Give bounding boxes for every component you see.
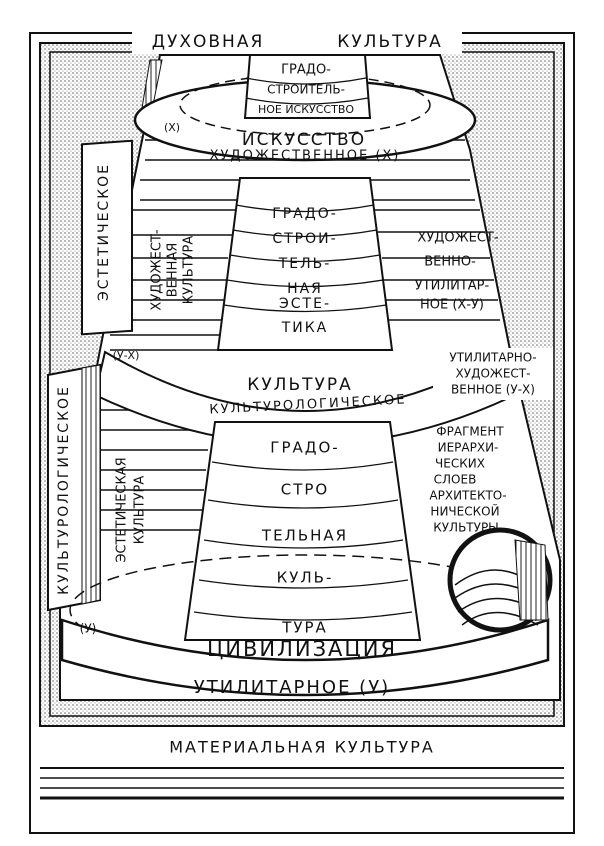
fragment-note-6: НИЧЕСКОЙ [430, 504, 499, 519]
top-ring-word: ИСКУССТВО [242, 130, 366, 150]
bottom-band-label: УТИЛИТАРНОЕ (У) [194, 677, 390, 698]
bottom-marker: (У) [80, 622, 97, 636]
fragment-hatch [514, 539, 549, 621]
middle-left-label-2: ВЕННАЯ [166, 243, 181, 298]
header-left-word: ДУХОВНАЯ [152, 32, 265, 52]
top-core-line-1: ГРАДО- [281, 63, 331, 78]
fragment-note-2: ИЕРАРХИ- [438, 441, 499, 455]
bottom-ring [60, 618, 550, 697]
right-note-3: ВЕННОЕ (У-Х) [451, 383, 535, 397]
middle-core [216, 177, 394, 351]
bottom-core-line-3: ТЕЛЬНАЯ [261, 527, 348, 545]
bottom-core-line-4: КУЛЬ- [277, 569, 334, 587]
middle-core-line-2: СТРОИ- [272, 231, 337, 247]
bottom-ring-word: ЦИВИЛИЗАЦИЯ [207, 637, 397, 661]
fragment-note-1: ФРАГМЕНТ [436, 425, 504, 439]
middle-right-label-4: НОЕ (Х-У) [420, 298, 484, 313]
middle-core-line-5: ЭСТЕ- [279, 296, 331, 312]
fragment-note-4: СЛОЕВ [434, 473, 477, 487]
middle-core-line-6: ТИКА [281, 320, 329, 336]
middle-ring-word: КУЛЬТУРА [247, 375, 353, 395]
fragment-note: ФРАГМЕНТ ИЕРАРХИ- ЧЕСКИХ СЛОЕВ АРХИТЕКТО… [429, 425, 506, 535]
fragment-note-7: КУЛЬТУРЫ [433, 521, 499, 535]
bottom-left-label-2: КУЛЬТУРА [133, 476, 148, 545]
fragment-note-3: ЧЕСКИХ [435, 457, 485, 471]
middle-core-line-4: НАЯ [287, 281, 323, 297]
footer-rules [40, 767, 564, 800]
top-marker: (Х) [164, 121, 180, 134]
bottom-core-line-1: ГРАДО- [270, 439, 339, 457]
culturological-column-label: КУЛЬТУРОЛОГИЧЕСКОЕ [56, 385, 72, 595]
right-note-2: ХУДОЖЕСТ- [456, 367, 531, 381]
culturological-hatch [81, 364, 101, 605]
middle-right-label-1: ХУДОЖЕСТ- [417, 231, 498, 246]
middle-right-label-3: УТИЛИТАР- [415, 279, 490, 294]
bottom-core-line-2: СТРО [281, 481, 330, 499]
bottom-left-label: ЭСТЕТИЧЕСКАЯ КУЛЬТУРА [115, 457, 148, 562]
right-note-1: УТИЛИТАРНО- [449, 351, 536, 365]
fragment-note-5: АРХИТЕКТО- [429, 489, 506, 503]
header-band [132, 30, 462, 54]
bottom-left-label-1: ЭСТЕТИЧЕСКАЯ [115, 457, 130, 562]
aesthetic-column [81, 139, 133, 336]
top-band-label: ХУДОЖЕСТВЕННОЕ (Х) [210, 149, 401, 164]
middle-left-label-3: КУЛЬТУРА [182, 236, 197, 305]
right-note-bg [433, 348, 553, 400]
header-right-word: КУЛЬТУРА [337, 32, 443, 52]
top-core-line-2: СТРОИТЕЛЬ- [267, 83, 345, 97]
bottom-core-line-5: ТУРА [281, 619, 328, 637]
middle-right-label-2: ВЕННО- [424, 255, 476, 270]
middle-core-line-1: ГРАДО- [272, 206, 338, 222]
middle-left-label: ХУДОЖЕСТ- ВЕННАЯ КУЛЬТУРА [150, 229, 197, 310]
aesthetic-column-label: ЭСТЕТИЧЕСКОЕ [96, 163, 112, 301]
top-core-line-3: НОЕ ИСКУССТВО [258, 103, 354, 116]
footer-title: МАТЕРИАЛЬНАЯ КУЛЬТУРА [169, 738, 435, 757]
middle-core-line-3: ТЕЛЬ- [278, 256, 332, 272]
middle-marker: (У-Х) [113, 349, 140, 362]
middle-left-label-1: ХУДОЖЕСТ- [150, 229, 165, 310]
